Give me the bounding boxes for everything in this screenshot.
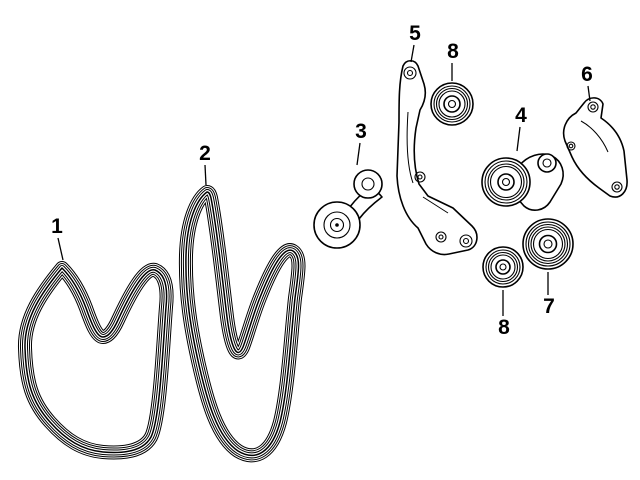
pulley-groove bbox=[490, 254, 516, 280]
callout-labels: 1 2 3 5 8 4 6 7 8 bbox=[51, 22, 593, 339]
pulley-rim bbox=[430, 82, 474, 126]
bracket-bolt-hole bbox=[587, 101, 599, 113]
bracket-bolt-hole bbox=[406, 69, 414, 77]
mounting-bracket-drawing bbox=[396, 59, 478, 256]
pulley-groove bbox=[525, 221, 571, 267]
pulley-hub bbox=[443, 95, 461, 113]
callout-label-7: 7 bbox=[543, 295, 555, 318]
tensioner-pivot bbox=[353, 169, 383, 199]
pulley-bore bbox=[447, 99, 457, 109]
bracket-bolt-hole bbox=[435, 231, 447, 243]
callout-label-2: 2 bbox=[199, 142, 211, 165]
bracket-body bbox=[396, 59, 478, 256]
bracket-bolt-hole bbox=[403, 66, 417, 80]
pulley-hub bbox=[538, 234, 558, 254]
bracket-bolt-hole bbox=[462, 237, 470, 245]
callout-leader-3 bbox=[356, 142, 361, 166]
tensioner-pulley-face bbox=[323, 211, 351, 239]
callout-leader-2 bbox=[204, 164, 207, 186]
grooved-pulley-drawing bbox=[522, 218, 574, 270]
pulley-bore bbox=[501, 177, 511, 187]
bracket-bolt-hole bbox=[590, 104, 596, 110]
belt-rib-stroke bbox=[185, 191, 300, 457]
pulley-bore bbox=[499, 263, 507, 271]
callout-leader-6 bbox=[587, 85, 591, 102]
tensioner-pivot-hole bbox=[361, 177, 375, 191]
callout-leader-5 bbox=[410, 44, 415, 63]
pulley-groove bbox=[485, 249, 521, 285]
bracket-6-body bbox=[562, 97, 628, 198]
pulley-groove bbox=[484, 160, 528, 204]
pulley-bore bbox=[543, 239, 553, 249]
pulley-groove bbox=[489, 165, 523, 199]
bracket-bolt-hole bbox=[614, 184, 620, 190]
callout-label-5: 5 bbox=[409, 22, 421, 45]
callout-label-3: 3 bbox=[355, 120, 367, 143]
tensioner-center-mark bbox=[335, 223, 339, 227]
callout-label-8-lower: 8 bbox=[498, 316, 510, 339]
bracket-bolt-hole bbox=[414, 171, 426, 183]
tensioner-pulley-hub bbox=[329, 217, 345, 233]
bracket-bolt-hole bbox=[568, 143, 574, 149]
pulley-groove bbox=[438, 90, 466, 118]
bracket-bolt-hole bbox=[459, 234, 473, 248]
tensioner-4-pulley-rim bbox=[481, 157, 531, 207]
callout-label-6: 6 bbox=[581, 63, 593, 86]
callout-label-1: 1 bbox=[51, 215, 63, 238]
callout-leader-1 bbox=[57, 237, 64, 261]
pulley-groove bbox=[527, 223, 569, 265]
bracket-contour-line bbox=[406, 111, 414, 184]
serpentine-belt-1-drawing bbox=[25, 268, 167, 452]
bracket-bolt-hole bbox=[566, 141, 576, 151]
tensioner-4-boss-hole bbox=[542, 158, 552, 168]
belt-tensioner-drawing bbox=[313, 169, 383, 249]
side-bracket-drawing bbox=[562, 97, 628, 198]
idler-pulley-lower-drawing bbox=[482, 246, 524, 288]
bracket-contour-line bbox=[422, 196, 449, 214]
pulley-groove bbox=[433, 85, 471, 123]
bracket-bolt-hole bbox=[611, 181, 623, 193]
pulley-groove bbox=[487, 163, 525, 201]
callout-label-4: 4 bbox=[515, 104, 527, 127]
callout-leader-4 bbox=[516, 126, 521, 152]
bracket-bolt-hole bbox=[417, 174, 423, 180]
pulley-groove bbox=[530, 226, 566, 262]
bracket-bolt-hole bbox=[438, 234, 444, 240]
tensioner-assembly-drawing bbox=[481, 153, 564, 211]
tensioner-4-boss bbox=[537, 153, 557, 173]
pulley-hub bbox=[495, 259, 511, 275]
pulley-rim bbox=[482, 246, 524, 288]
idler-pulley-upper-drawing bbox=[430, 82, 474, 126]
serpentine-belt-2-drawing bbox=[186, 192, 299, 455]
pulley-hub bbox=[497, 173, 515, 191]
bracket-6-contour-line bbox=[580, 120, 609, 153]
pulley-groove bbox=[532, 228, 564, 260]
callout-label-8-upper: 8 bbox=[447, 40, 459, 63]
pulley-groove bbox=[487, 251, 519, 283]
callout-leaders bbox=[57, 44, 591, 316]
pulley-groove bbox=[435, 87, 469, 121]
pulley-rim bbox=[522, 218, 574, 270]
